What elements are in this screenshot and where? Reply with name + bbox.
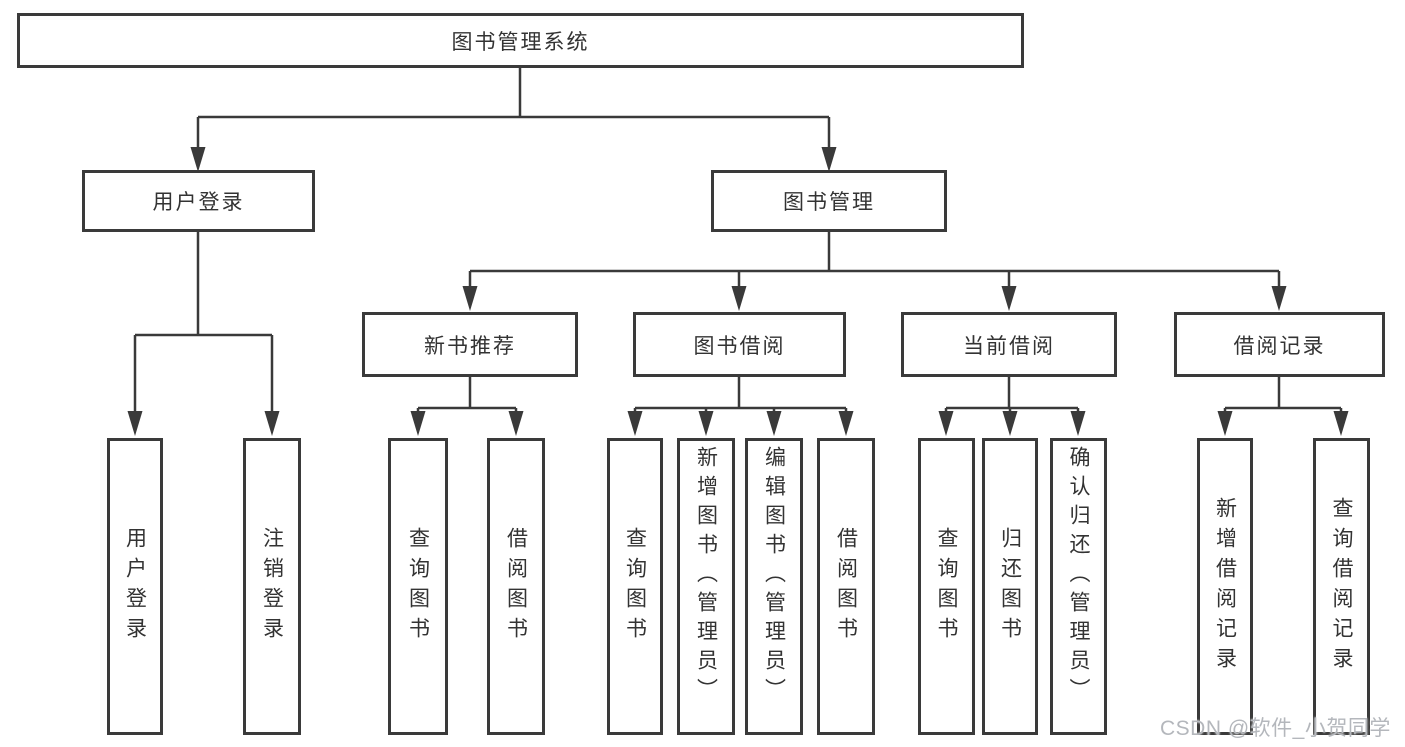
leaf-logout-login: 注销登录 — [243, 438, 301, 735]
leaf-current-return-books: 归还图书 — [982, 438, 1038, 735]
leaf-records-query-record: 查询借阅记录 — [1313, 438, 1370, 735]
node-current-borrow: 当前借阅 — [901, 312, 1117, 377]
leaf-user-login: 用户登录 — [107, 438, 163, 735]
node-label: 图书管理 — [783, 191, 875, 214]
leaf-records-add-record: 新增借阅记录 — [1197, 438, 1253, 735]
arrowheads — [127, 147, 1349, 436]
node-user-login: 用户登录 — [82, 170, 315, 232]
leaf-current-query-books: 查询图书 — [918, 438, 975, 735]
node-book-borrow: 图书借阅 — [633, 312, 846, 377]
leaf-borrow-add-books-admin: 新增图书（管理员） — [677, 438, 735, 735]
node-label: 新书推荐 — [424, 334, 516, 358]
node-label: 用户登录 — [152, 191, 245, 214]
leaf-newbook-query-books: 查询图书 — [388, 438, 448, 735]
leaf-borrow-borrow-books: 借阅图书 — [817, 438, 875, 735]
leaf-newbook-borrow-books: 借阅图书 — [487, 438, 545, 735]
node-new-book-recommend: 新书推荐 — [362, 312, 578, 377]
node-label: 借阅记录 — [1233, 334, 1326, 358]
node-label: 图书管理系统 — [451, 30, 590, 54]
node-label: 图书借阅 — [693, 334, 786, 358]
leaf-current-confirm-return-admin: 确认归还（管理员） — [1050, 438, 1107, 735]
leaf-borrow-query-books: 查询图书 — [607, 438, 663, 735]
csdn-watermark: CSDN @软件_小贺同学 — [1160, 717, 1391, 740]
node-borrow-records: 借阅记录 — [1174, 312, 1385, 377]
node-label: 当前借阅 — [963, 334, 1055, 358]
node-book-management: 图书管理 — [711, 170, 947, 232]
node-library-management-system: 图书管理系统 — [17, 13, 1024, 68]
leaf-borrow-edit-books-admin: 编辑图书（管理员） — [745, 438, 803, 735]
